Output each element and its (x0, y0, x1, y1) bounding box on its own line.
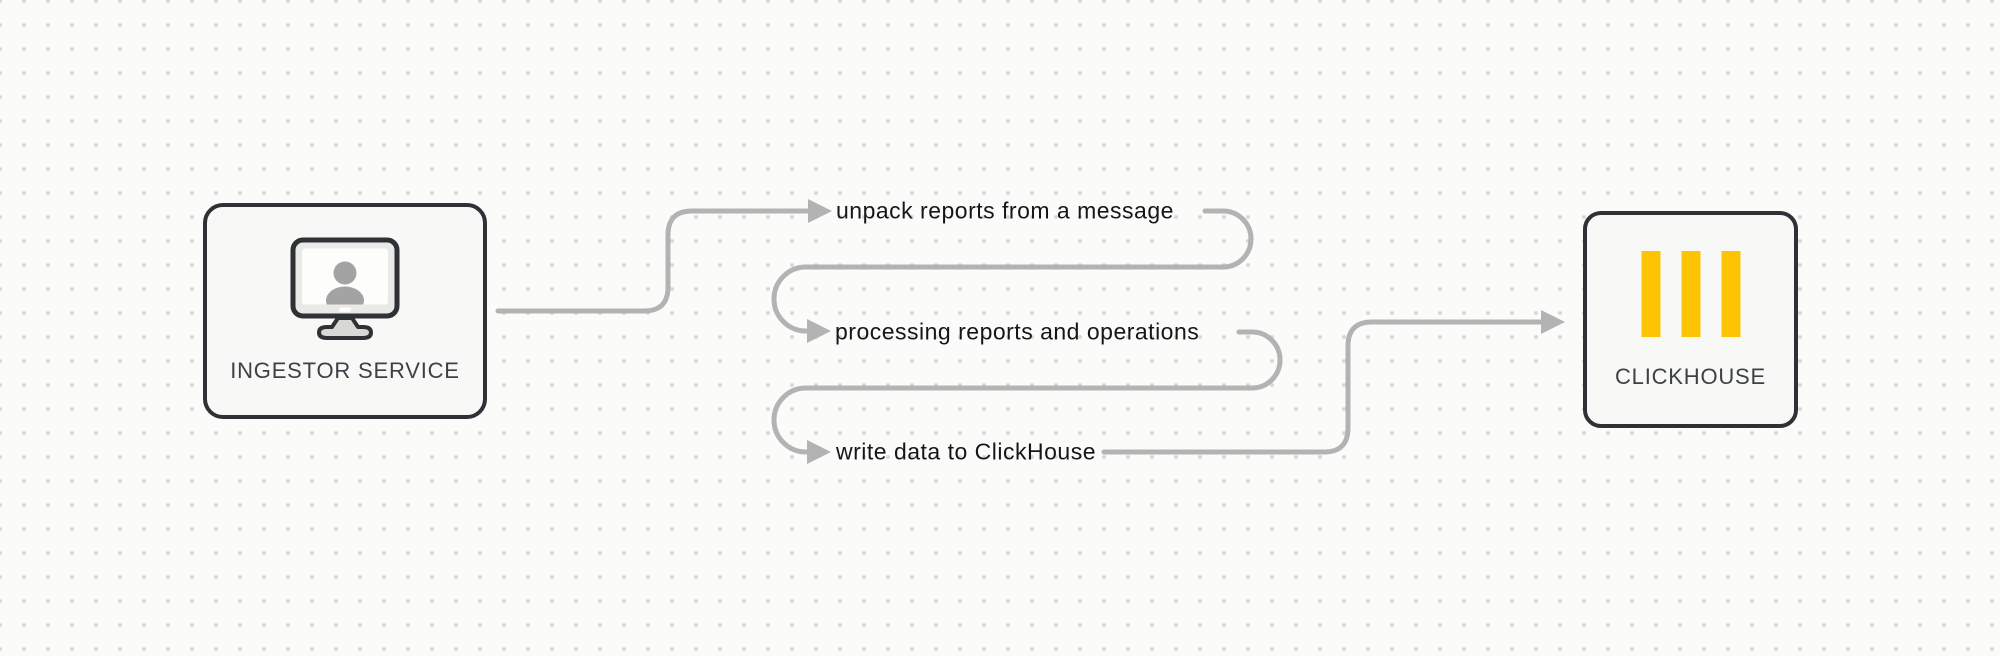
connector-ingestor-to-step1 (495, 208, 811, 314)
arrowhead-step3-icon (807, 440, 831, 464)
connector-step2-to-step3 (771, 329, 1283, 455)
arrowhead-clickhouse-icon (1541, 310, 1565, 334)
arrowhead-step1-icon (808, 199, 832, 223)
arrowhead-step2-icon (807, 319, 831, 343)
flow-step-label-1: unpack reports from a message (836, 197, 1174, 224)
node-clickhouse: CLICKHOUSE (1583, 211, 1798, 428)
flow-step-label-2: processing reports and operations (835, 318, 1200, 345)
node-label-clickhouse: CLICKHOUSE (1614, 364, 1767, 389)
clickhouse-logo-icon (1641, 251, 1740, 337)
flow-step-label-3: write data to ClickHouse (836, 438, 1096, 465)
connector-step3-to-clickhouse (1101, 319, 1544, 455)
user-silhouette-icon (326, 261, 364, 305)
node-label-ingestor: INGESTOR SERVICE (230, 358, 460, 383)
connector-step1-to-step2 (771, 208, 1254, 334)
monitor-user-icon (290, 237, 400, 340)
node-ingestor-service: INGESTOR SERVICE (203, 203, 487, 419)
